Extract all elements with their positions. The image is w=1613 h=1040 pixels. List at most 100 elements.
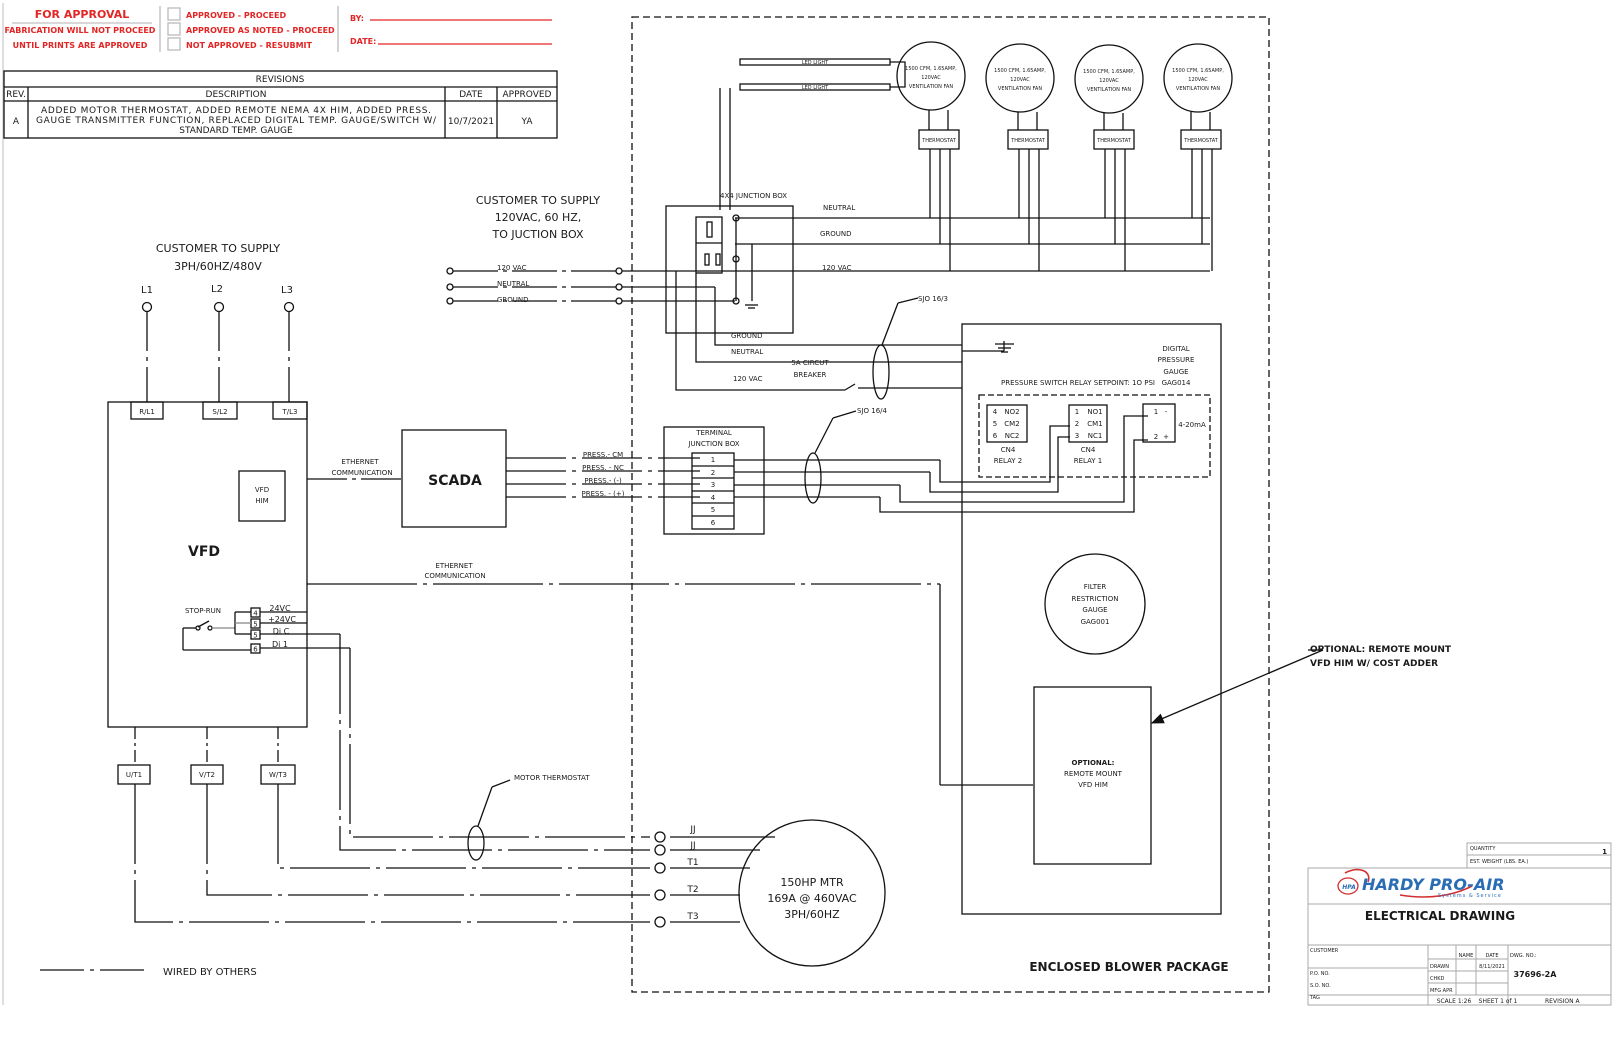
svg-text:SCALE 1:26: SCALE 1:26 [1437,998,1472,1005]
revisions-text: REVISIONS REV. DESCRIPTION DATE APPROVED… [6,75,551,136]
svg-text:NEUTRAL: NEUTRAL [731,348,763,356]
svg-text:SJO 16/4: SJO 16/4 [857,407,888,415]
svg-text:DATE:: DATE: [350,37,376,46]
svg-text:PRESS.- CM: PRESS.- CM [583,451,623,459]
svg-text:PRESSURE SWITCH RELAY SETPOINT: PRESSURE SWITCH RELAY SETPOINT: 1O PSI [1001,379,1155,387]
motor [738,819,886,967]
filter-restriction-gauge [1044,553,1146,655]
svg-text:120VAC: 120VAC [921,75,941,81]
svg-text:4: 4 [253,610,258,618]
svg-text:JJ: JJ [689,825,695,835]
svg-text:5: 5 [993,420,997,428]
fans-text: LED LIGHT LED LIGHT 1500 CFM, 1.65AMP, 1… [802,60,1224,144]
approved-proceed-checkbox[interactable] [167,7,181,21]
motor-power-wiring [134,634,775,928]
svg-text:SJO 16/3: SJO 16/3 [918,295,948,303]
svg-text:L3: L3 [281,285,293,296]
svg-text:YA: YA [521,117,534,127]
svg-text:4X4 JUNCTION BOX: 4X4 JUNCTION BOX [720,192,787,200]
svg-text:L2: L2 [211,284,223,295]
approval-text: FOR APPROVAL FABRICATION WILL NOT PROCEE… [5,8,377,50]
svg-text:STANDARD TEMP. GAUGE: STANDARD TEMP. GAUGE [179,126,293,136]
svg-text:24VC: 24VC [269,604,291,613]
svg-text:APPROVED AS NOTED - PROCEED: APPROVED AS NOTED - PROCEED [186,26,335,35]
revisions-table [3,70,558,139]
remote-him-box [1033,686,1152,865]
svg-text:VENTILATION FAN: VENTILATION FAN [998,86,1042,92]
supply-120-text: CUSTOMER TO SUPPLY 120VAC, 60 HZ, TO JUC… [476,194,601,304]
svg-text:W/T3: W/T3 [269,771,287,779]
svg-text:R/L1: R/L1 [139,408,155,416]
svg-text:GROUND: GROUND [820,230,852,238]
svg-text:1500 CFM, 1.65AMP,: 1500 CFM, 1.65AMP, [1083,69,1135,75]
svg-text:120VAC: 120VAC [1010,77,1030,83]
svg-text:NEUTRAL: NEUTRAL [823,204,855,212]
svg-text:NC2: NC2 [1005,432,1020,440]
svg-text:+: + [1163,433,1169,441]
svg-text:VENTILATION FAN: VENTILATION FAN [1176,86,1220,92]
svg-text:1500 CFM, 1.65AMP,: 1500 CFM, 1.65AMP, [1172,68,1224,74]
svg-text:U/T1: U/T1 [126,771,142,779]
svg-text:GAG014: GAG014 [1162,379,1191,387]
svg-text:Di 1: Di 1 [272,640,288,649]
svg-text:169A @ 460VAC: 169A @ 460VAC [767,892,857,905]
svg-text:TAG: TAG [1309,995,1320,1001]
vfd-him[interactable] [238,470,286,522]
title-block [1307,842,1612,1006]
not-approved-checkbox[interactable] [167,37,181,51]
svg-text:NC1: NC1 [1088,432,1103,440]
svg-text:GAUGE TRANSMITTER FUNCTION, RE: GAUGE TRANSMITTER FUNCTION, REPLACED DIG… [36,116,437,126]
svg-text:Di C: Di C [273,627,290,636]
svg-text:5: 5 [253,632,257,640]
junction-box-text: 4X4 JUNCTION BOX NEUTRAL GROUND 120 VAC … [720,192,855,383]
svg-text:CUSTOMER TO SUPPLY: CUSTOMER TO SUPPLY [156,242,281,255]
enclosure-label: ENCLOSED BLOWER PACKAGE [1029,960,1228,974]
svg-text:OPTIONAL: REMOTE MOUNT: OPTIONAL: REMOTE MOUNT [1310,645,1452,655]
svg-text:GAG001: GAG001 [1081,618,1110,626]
svg-text:RESTRICTION: RESTRICTION [1072,595,1119,603]
svg-text:RELAY 2: RELAY 2 [994,457,1023,465]
svg-text:120VAC, 60 HZ,: 120VAC, 60 HZ, [495,211,582,224]
svg-text:S.O. NO.: S.O. NO. [1310,983,1331,989]
svg-text:COMMUNICATION: COMMUNICATION [331,469,392,477]
svg-text:3: 3 [711,481,715,489]
svg-text:TO JUCTION BOX: TO JUCTION BOX [491,228,584,241]
svg-text:PRESS.- (-): PRESS.- (-) [584,477,622,485]
control-panel [961,323,1324,915]
scada-text: ETHERNET COMMUNICATION SCADA ETHERNET CO… [331,295,948,782]
svg-text:APPROVED - PROCEED: APPROVED - PROCEED [186,11,286,20]
company-logo: HARDY PRO-AIR [1362,875,1505,894]
svg-text:DATE: DATE [1485,953,1498,959]
receptacle [695,216,723,274]
svg-text:8/11/2021: 8/11/2021 [1479,964,1505,970]
svg-text:GAUGE: GAUGE [1082,606,1107,614]
svg-text:CM1: CM1 [1087,420,1102,428]
svg-text:1: 1 [1602,848,1607,856]
svg-text:DRAWN: DRAWN [1430,964,1449,970]
svg-text:T2: T2 [686,885,698,895]
svg-text:NO1: NO1 [1087,408,1102,416]
svg-text:GAUGE: GAUGE [1163,368,1188,376]
approved-as-noted-checkbox[interactable] [167,22,181,36]
svg-text:1: 1 [1154,408,1158,416]
svg-text:SHEET 1 of 1: SHEET 1 of 1 [1479,998,1518,1005]
enclosure-boundary [631,16,1270,993]
svg-text:3: 3 [1075,432,1079,440]
supply-3ph-text: CUSTOMER TO SUPPLY 3PH/60HZ/480V L1 L2 L… [141,242,293,296]
svg-text:REMOTE MOUNT: REMOTE MOUNT [1064,770,1123,778]
svg-text:CUSTOMER: CUSTOMER [1310,948,1339,954]
svg-text:NOT APPROVED - RESUBMIT: NOT APPROVED - RESUBMIT [186,41,313,50]
junction-box-wiring [446,88,1210,400]
svg-text:FABRICATION WILL NOT PROCEED: FABRICATION WILL NOT PROCEED [5,26,156,35]
drawing-number: 37696-2A [1514,970,1558,979]
svg-text:VFD HIM W/ COST ADDER: VFD HIM W/ COST ADDER [1310,659,1438,669]
svg-text:VFD HIM: VFD HIM [1078,781,1108,789]
svg-text:LED LIGHT: LED LIGHT [802,60,829,66]
svg-text:120 VAC: 120 VAC [822,264,852,272]
svg-text:3PH/60HZ: 3PH/60HZ [784,908,840,921]
terminal-junction-box [663,410,1148,535]
svg-text:REVISION A: REVISION A [1545,998,1581,1005]
hpa-logo [1337,868,1473,898]
svg-text:VFD: VFD [255,486,269,494]
